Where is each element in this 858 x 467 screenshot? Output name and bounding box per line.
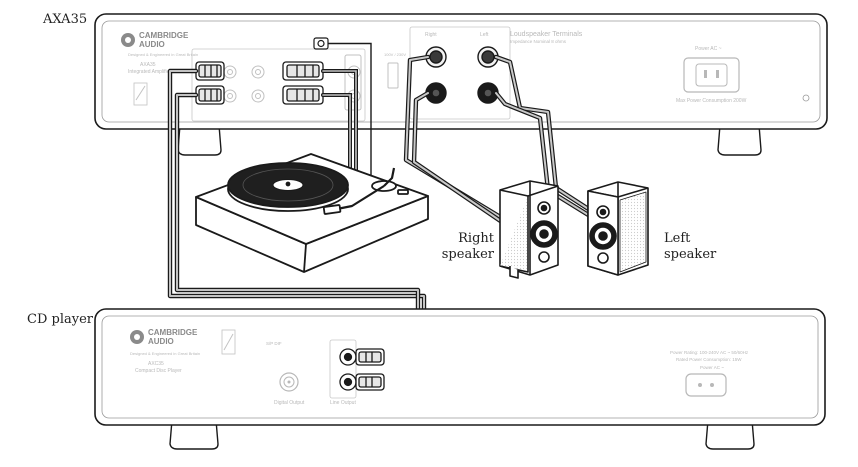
amp-terminals-title: Loudspeaker Terminals: [510, 31, 583, 38]
cd-line-output-plugs: [339, 348, 385, 391]
left-speaker-icon: [587, 181, 649, 276]
cd-line-output-label: Line Output: [330, 400, 356, 406]
svg-text:Designed & Engineered in Great: Designed & Engineered in Great Britain: [130, 351, 200, 356]
cd-brand-2: AUDIO: [148, 337, 174, 346]
amp-power-label: Power AC ~: [695, 46, 722, 52]
svg-text:100V / 230V: 100V / 230V: [384, 52, 406, 57]
cd-model-desc: Compact Disc Player: [135, 368, 182, 374]
cd-digital-output-label: Digital Output: [274, 400, 305, 406]
amp-phono-plugs: [282, 61, 324, 105]
phono-cable: [321, 69, 358, 188]
turntable: [195, 153, 429, 273]
amp-brand-1: CAMBRIDGE: [139, 31, 189, 40]
cd-player-unit: CAMBRIDGE AUDIO Designed & Engineered in…: [94, 308, 826, 450]
amp-cd-plugs: [195, 61, 225, 105]
amp-term-right: Right: [425, 32, 437, 38]
amp-inputs-panel: [191, 48, 366, 122]
amp-speaker-posts: [425, 46, 499, 104]
amp-foot-right: [717, 124, 762, 156]
cd-chassis: [94, 308, 826, 426]
amp-voltage-switch: [387, 62, 399, 89]
amp-cert-icon: [133, 82, 148, 106]
cd-brand-1: CAMBRIDGE: [148, 328, 198, 337]
amp-model-desc: Integrated Amplifier: [128, 69, 171, 75]
amp-power-consumption: Max Power Consumption 200W: [676, 98, 747, 104]
amp-power-inlet: [683, 57, 740, 93]
left-speaker-label: Left speaker: [664, 231, 717, 262]
right-speaker-icon: [499, 180, 559, 279]
amplifier-unit: CAMBRIDGE AUDIO Designed & Engineered in…: [94, 13, 828, 156]
left-speaker-cable: [493, 54, 593, 219]
cd-power-inlet: [685, 373, 727, 397]
cd-model: AXC35: [148, 361, 164, 367]
tonearm-headshell: [322, 204, 342, 215]
svg-text:Designed & Engineered in Great: Designed & Engineered in Great Britain: [128, 52, 198, 57]
cd-power-label: Power AC ~: [700, 365, 724, 370]
amp-back-panel: [101, 20, 821, 123]
ground-wire: [328, 42, 372, 183]
cd-standby: Rated Power Consumption: 15W: [676, 357, 742, 362]
amp-chassis: [94, 13, 828, 130]
amp-model: AXA35: [140, 62, 156, 68]
cd-back-panel: [101, 315, 819, 419]
cd-foot-left: [169, 419, 219, 450]
cd-cert-icon: [221, 329, 236, 355]
right-speaker-cable: [403, 54, 505, 225]
amp-label: AXA35: [43, 12, 88, 27]
amp-terminals-sub: Impedance Nominal 8 ohms: [510, 39, 567, 44]
cd-digital-output-socket: [279, 372, 299, 392]
cd-player-label: CD player: [27, 312, 93, 327]
svg-text:S/P DIF: S/P DIF: [266, 341, 282, 346]
right-speaker-label: Right speaker: [441, 231, 494, 262]
amp-brand-2: AUDIO: [139, 40, 165, 49]
amp-ground-terminal: [313, 37, 329, 50]
cd-power-rating: Power Rating: 100-240V AC ~ 50/60Hz: [670, 350, 749, 355]
cd-foot-right: [705, 419, 755, 450]
amp-term-left: Left: [480, 32, 489, 38]
